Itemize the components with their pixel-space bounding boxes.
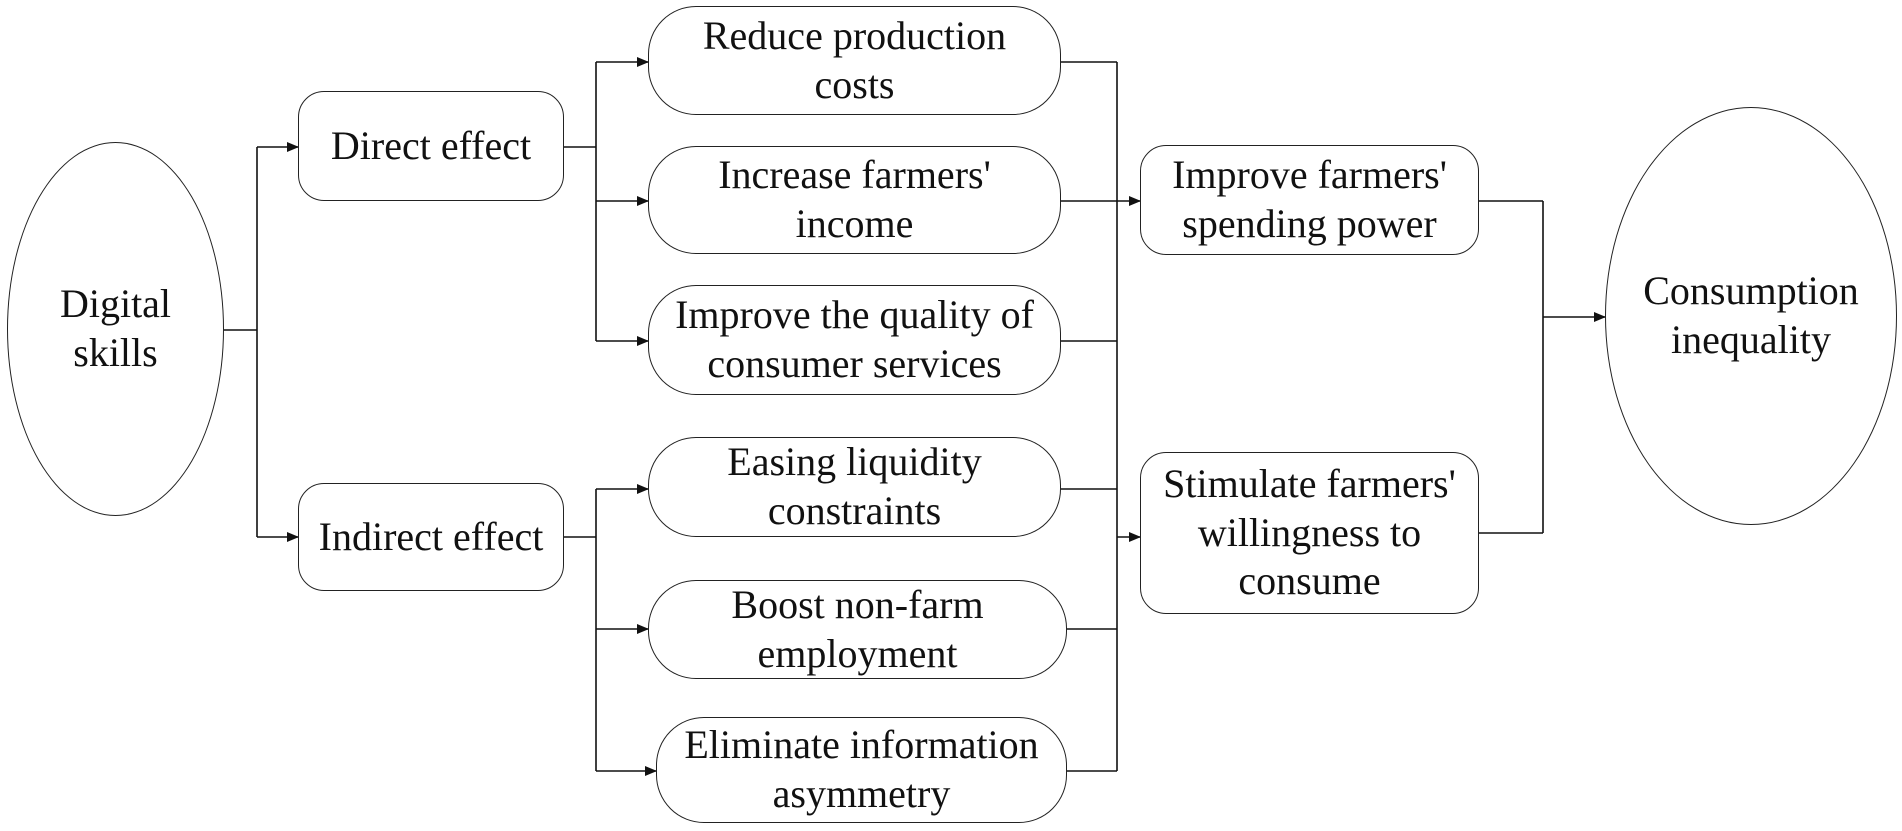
reduce-production-costs-text: Reduce production costs	[703, 12, 1006, 110]
indirect-effect-node: Indirect effect	[298, 483, 564, 591]
direct-effect-label: Direct effect	[330, 122, 532, 168]
digital-skills-line-2: skills	[73, 330, 158, 375]
easing-liquidity-constraints-line-2: constraints	[767, 488, 942, 533]
mechanism-boost-non-farm-employment: Boost non-farm employment	[648, 580, 1067, 679]
improve-consumer-services-line-2: consumer services	[707, 341, 1002, 386]
indirect-effect-label: Indirect effect	[318, 513, 544, 559]
easing-liquidity-constraints-line-1: Easing liquidity	[727, 439, 982, 485]
boost-non-farm-employment-text: Boost non-farm employment	[731, 581, 983, 679]
connector-indirect-trunk	[564, 489, 597, 771]
improve-spending-power-line-1: Improve farmers'	[1172, 152, 1447, 198]
connector-outcome-trunk	[1479, 200, 1544, 534]
mechanism-eliminate-information-asymmetry: Eliminate information asymmetry	[656, 717, 1067, 823]
consumption-inequality-line-1: Consumption	[1643, 268, 1859, 314]
boost-non-farm-employment-line-1: Boost non-farm	[731, 581, 984, 627]
eliminate-information-asymmetry-line-2: asymmetry	[772, 771, 951, 816]
digital-skills-node: Digital skills	[7, 142, 224, 516]
outcome-improve-spending-power: Improve farmers' spending power	[1140, 145, 1479, 255]
increase-farmers-income-line-1: Increase farmers'	[718, 152, 991, 198]
digital-skills-text: Digital skills	[60, 280, 171, 378]
stimulate-willingness-line-1: Stimulate farmers'	[1163, 460, 1456, 506]
improve-spending-power-text: Improve farmers' spending power	[1172, 151, 1447, 249]
improve-consumer-services-text: Improve the quality of consumer services	[675, 291, 1034, 389]
increase-farmers-income-line-2: income	[795, 201, 914, 246]
eliminate-information-asymmetry-text: Eliminate information asymmetry	[684, 721, 1038, 819]
consumption-inequality-node: Consumption inequality	[1605, 107, 1897, 525]
reduce-production-costs-line-2: costs	[814, 61, 895, 107]
stimulate-willingness-line-3: consume	[1238, 558, 1381, 604]
mechanism-easing-liquidity-constraints: Easing liquidity constraints	[648, 437, 1061, 537]
increase-farmers-income-text: Increase farmers' income	[718, 151, 991, 249]
boost-non-farm-employment-line-2: employment	[757, 630, 958, 676]
easing-liquidity-constraints-text: Easing liquidity constraints	[727, 438, 981, 536]
mechanism-improve-consumer-services: Improve the quality of consumer services	[648, 285, 1061, 395]
mechanism-increase-farmers-income: Increase farmers' income	[648, 146, 1061, 254]
outcome-stimulate-willingness: Stimulate farmers' willingness to consum…	[1140, 452, 1479, 614]
connector-source-trunk	[224, 147, 258, 537]
connector-mechanism-outputs	[1061, 61, 1118, 772]
direct-effect-node: Direct effect	[298, 91, 564, 201]
stimulate-willingness-text: Stimulate farmers' willingness to consum…	[1163, 460, 1456, 606]
digital-skills-line-1: Digital	[59, 281, 172, 327]
mechanism-reduce-production-costs: Reduce production costs	[648, 6, 1061, 115]
connector-direct-trunk	[564, 62, 597, 341]
eliminate-information-asymmetry-line-1: Eliminate information	[684, 722, 1039, 768]
reduce-production-costs-line-1: Reduce production	[702, 12, 1007, 58]
consumption-inequality-text: Consumption inequality	[1643, 267, 1859, 365]
improve-spending-power-line-2: spending power	[1182, 201, 1437, 246]
consumption-inequality-line-2: inequality	[1671, 317, 1831, 362]
stimulate-willingness-line-2: willingness to	[1197, 509, 1422, 555]
improve-consumer-services-line-1: Improve the quality of	[675, 292, 1034, 338]
